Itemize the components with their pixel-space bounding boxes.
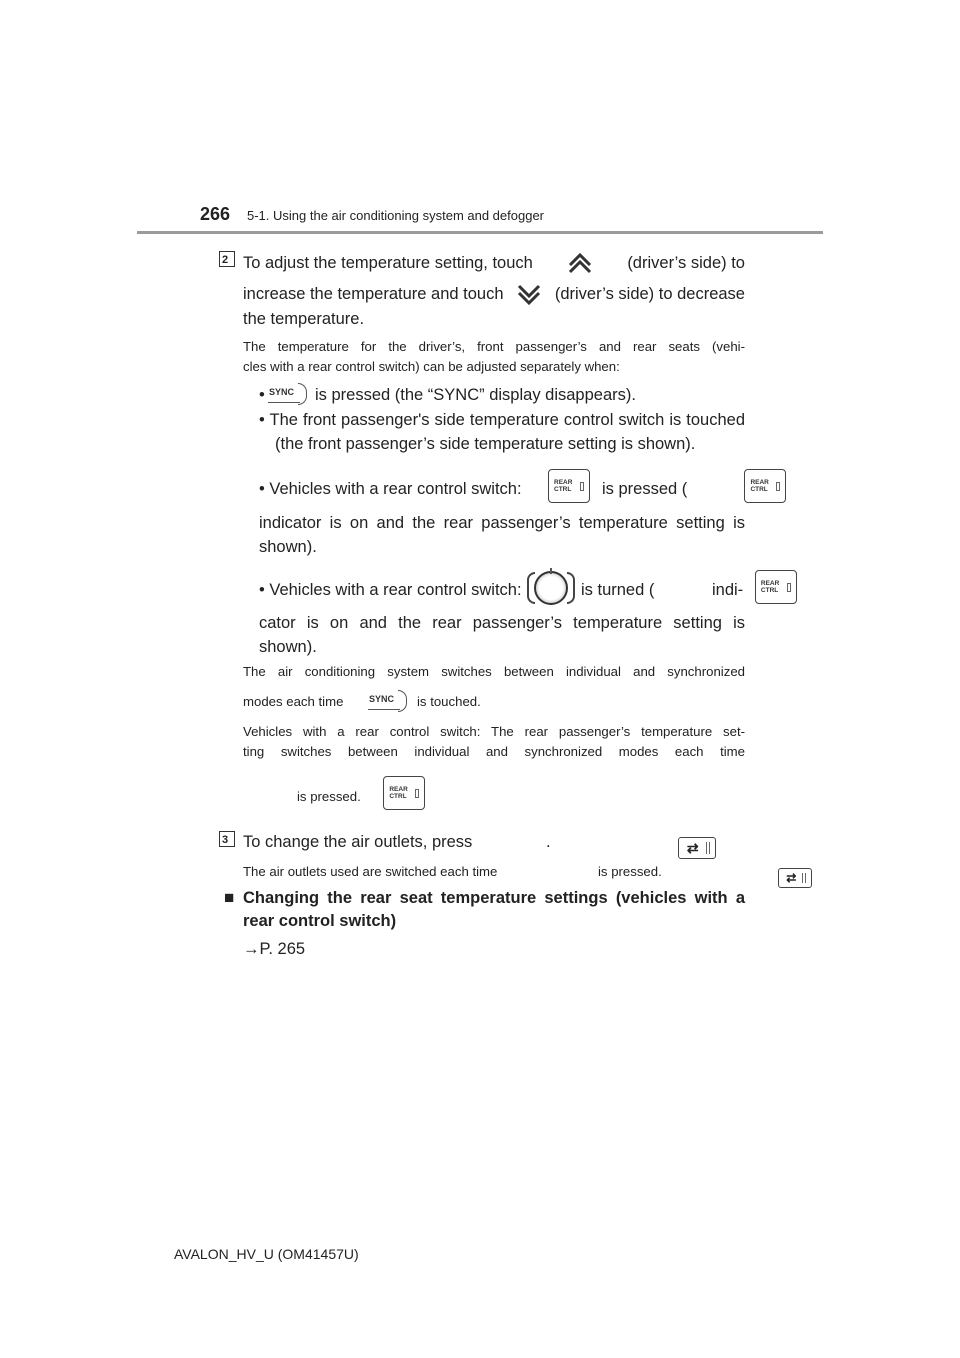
section-heading-line1: Changing the rear seat temperature setti…: [243, 889, 745, 907]
page-reference[interactable]: →P. 265: [243, 937, 305, 961]
sync-curve: [398, 690, 407, 712]
sync-underline: [368, 709, 400, 710]
bullet2-line2: (the front passenger’s side temperature …: [275, 435, 696, 453]
bullet4-text-b: is turned (: [581, 581, 655, 599]
step-badge-2: 2: [219, 251, 235, 267]
section-heading-line2: rear control switch): [243, 912, 397, 930]
step2-note-line1: The temperature for the driver’s, front …: [243, 339, 745, 354]
knob-marker: [550, 568, 552, 574]
sync-button-icon: SYNC: [368, 688, 412, 714]
step3-note-a: The air outlets used are switched each t…: [243, 864, 498, 879]
bullet3-line2: indicator is on and the rear passenger’s…: [259, 514, 745, 532]
bullet3-line3: shown).: [259, 538, 317, 556]
bullet3-text-b: is pressed (: [602, 480, 688, 498]
rear-note-line2: ting switches between individual and syn…: [243, 744, 745, 759]
rear-ctrl-indicator: [776, 482, 781, 491]
section-marker: ■: [224, 888, 235, 907]
rear-note-line3: is pressed.: [297, 789, 361, 804]
rear-temp-knob-icon: [527, 568, 575, 608]
chapter-title: 5-1. Using the air conditioning system a…: [247, 208, 545, 223]
step2-line2-text-b: (driver’s side) to decrease: [554, 285, 745, 303]
temp-up-icon: [569, 252, 592, 274]
page-reference-text: P. 265: [259, 940, 306, 958]
air-outlet-button-icon: ⇄: [677, 837, 716, 859]
arrow-icon: →: [243, 940, 260, 958]
step3-period: .: [546, 833, 551, 851]
bullet4-text-a: • Vehicles with a rear control switch:: [259, 581, 522, 599]
air-outlet-bar: [802, 873, 807, 883]
page-number: 266: [200, 204, 231, 224]
rear-ctrl-indicator: [415, 789, 420, 798]
step3-note-b: is pressed.: [598, 864, 662, 879]
bullet4-text-c: indi-: [712, 581, 744, 599]
air-outlet-bar: [705, 842, 710, 854]
bullet-dot: •: [259, 386, 265, 404]
rear-note-line1: Vehicles with a rear control switch: The…: [243, 724, 745, 739]
header-rule: [137, 231, 823, 234]
air-outlet-icon: ⇄: [786, 871, 797, 885]
sync-note-text-b: is touched.: [417, 694, 481, 709]
bullet1-text: is pressed (the “SYNC” display disappear…: [315, 386, 636, 404]
air-outlet-icon: ⇄: [686, 840, 699, 856]
sync-label: SYNC: [269, 387, 295, 397]
knob-right-arc: [567, 572, 575, 604]
sync-label: SYNC: [369, 694, 395, 704]
step2-note-line2: cles with a rear control switch) can be …: [243, 359, 620, 374]
bullet4-line3: shown).: [259, 638, 317, 656]
knob-left-arc: [527, 572, 535, 604]
bullet4-line2: cator is on and the rear passenger’s tem…: [259, 614, 745, 632]
rear-ctrl-indicator: [786, 583, 791, 592]
bullet3-text-a: • Vehicles with a rear control switch:: [259, 480, 522, 498]
sync-note-line1: The air conditioning system switches bet…: [243, 664, 745, 679]
sync-button-icon: SYNC: [268, 381, 312, 407]
step2-line3: the temperature.: [243, 310, 365, 328]
step2-line1-text-a: To adjust the temperature setting, touch: [243, 254, 533, 272]
sync-curve: [298, 383, 307, 405]
temp-down-icon: [518, 284, 541, 306]
rear-ctrl-indicator: [580, 482, 584, 491]
air-outlet-button-icon: ⇄: [778, 868, 813, 888]
step2-line2: increase the temperature and touch (driv…: [243, 282, 745, 306]
step-badge-3: 3: [219, 831, 235, 847]
knob-dial: [534, 571, 568, 605]
step2-line1-text-b: (driver’s side) to: [627, 254, 745, 272]
step3-text: To change the air outlets, press: [243, 833, 473, 851]
bullet2-line1: • The front passenger's side temperature…: [259, 411, 745, 429]
step2-line1: To adjust the temperature setting, touch…: [243, 250, 745, 276]
sync-underline: [268, 402, 300, 403]
sync-note-text-a: modes each time: [243, 694, 344, 709]
footer-model: AVALON_HV_U (OM41457U): [174, 1246, 359, 1262]
step2-line2-text-a: increase the temperature and touch: [243, 285, 504, 303]
